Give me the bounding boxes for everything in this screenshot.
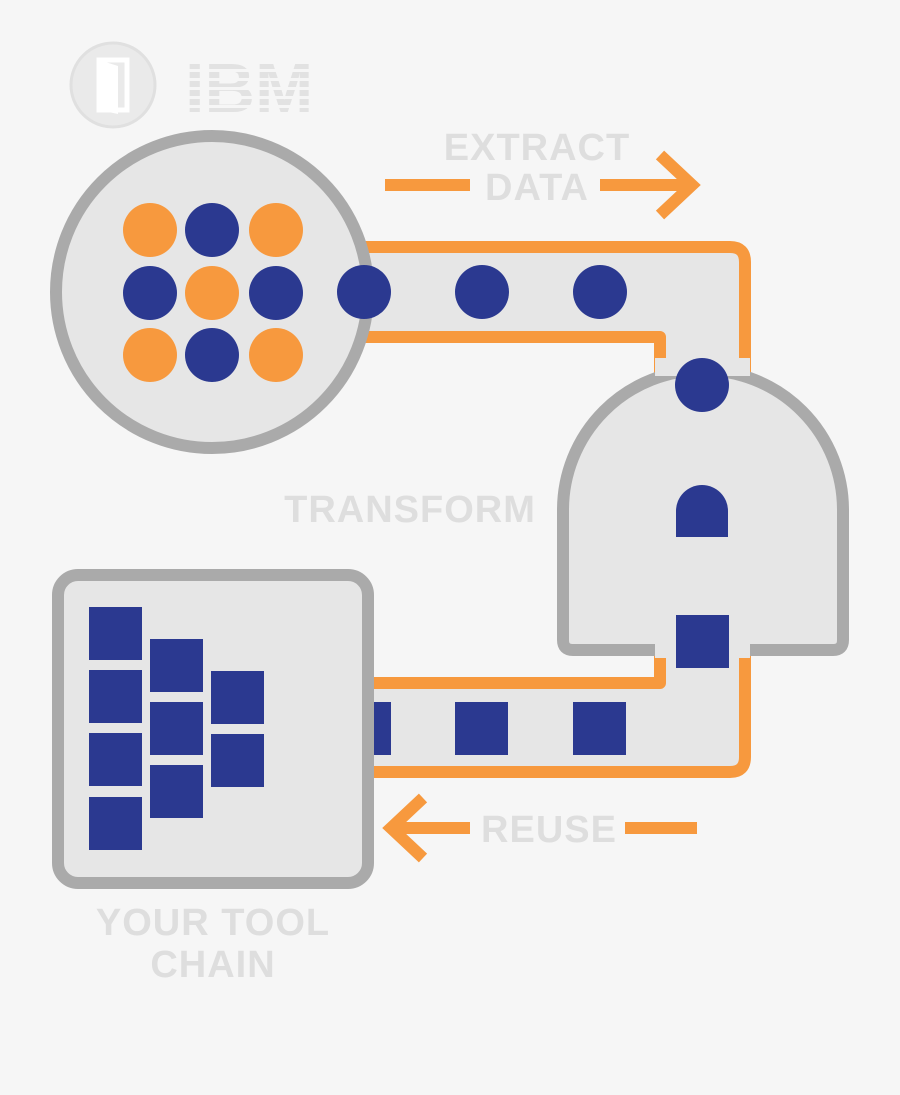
source-dot-navy — [185, 203, 239, 257]
source-dot-navy — [249, 266, 303, 320]
toolchain-label-line1: YOUR TOOL — [96, 902, 330, 944]
toolchain-box — [52, 569, 374, 889]
extract-dash-left — [385, 179, 470, 191]
source-dot-orange — [123, 203, 177, 257]
top-pipe-dots — [337, 265, 627, 319]
arrow-right-icon — [655, 150, 701, 220]
source-dot-navy — [123, 266, 177, 320]
door-icon — [96, 57, 130, 114]
tool-block — [150, 639, 203, 692]
tool-block — [89, 670, 142, 723]
pipe-dot — [455, 265, 509, 319]
pipe-square — [455, 702, 508, 755]
extract-dash-right — [600, 179, 690, 191]
source-dot-navy — [185, 328, 239, 382]
ibm-logo: IBM — [69, 41, 350, 129]
extract-label-line1: EXTRACT — [444, 127, 630, 169]
source-dot-orange — [185, 266, 239, 320]
pipe-dot — [337, 265, 391, 319]
transform-label: TRANSFORM — [284, 489, 536, 531]
reuse-dash-right — [625, 822, 697, 834]
reuse-section: REUSE — [382, 793, 697, 863]
extract-data-section: EXTRACT DATA — [385, 127, 701, 220]
ibm-stripes — [180, 60, 350, 108]
bottom-pipe-squares — [338, 702, 626, 755]
transform-chamber — [557, 358, 849, 668]
source-data-grid — [123, 203, 303, 382]
tool-block — [150, 702, 203, 755]
tool-block — [211, 734, 264, 787]
pipe-square — [573, 702, 626, 755]
tool-block — [89, 607, 142, 660]
reuse-label: REUSE — [481, 809, 617, 851]
toolchain-label: YOUR TOOL CHAIN — [96, 902, 330, 986]
outgoing-square — [676, 615, 729, 668]
extract-label-line2: DATA — [485, 167, 589, 209]
incoming-dot — [675, 358, 729, 412]
toolchain-label-line2: CHAIN — [150, 944, 275, 986]
source-circle — [50, 130, 374, 454]
tool-block — [150, 765, 203, 818]
source-dot-orange — [249, 203, 303, 257]
tool-block — [211, 671, 264, 724]
arrow-left-icon — [382, 793, 428, 863]
tool-block — [89, 733, 142, 786]
toolchain-blocks — [89, 607, 264, 850]
source-dot-orange — [123, 328, 177, 382]
reuse-dash-left — [393, 822, 470, 834]
transforming-shape — [676, 485, 728, 537]
tool-block — [89, 797, 142, 850]
pipe-dot — [573, 265, 627, 319]
source-dot-orange — [249, 328, 303, 382]
